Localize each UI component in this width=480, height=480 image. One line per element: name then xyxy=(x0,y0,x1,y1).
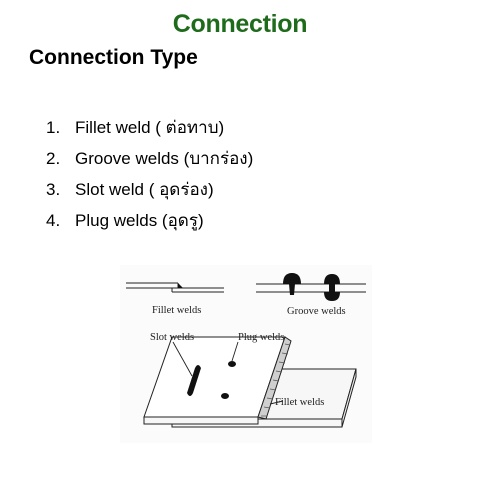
list-item-number: 4. xyxy=(46,210,61,230)
slot-weld-label: Slot welds xyxy=(150,332,194,343)
groove-weld-label: Groove welds xyxy=(287,306,346,317)
groove-weld-bead-icon xyxy=(283,273,340,301)
weld-types-figure: Fillet welds Groove welds xyxy=(120,265,372,443)
list-item-text: Fillet weld ( ต่อทาบ) xyxy=(75,118,225,137)
fillet-plate-label: Fillet welds xyxy=(275,397,324,408)
plug-weld-icon xyxy=(221,393,229,399)
fillet-weld-label: Fillet welds xyxy=(152,305,201,316)
list-item-number: 1. xyxy=(46,117,61,137)
leader-lines xyxy=(172,341,284,405)
list-item-number: 2. xyxy=(46,148,61,168)
slide-subtitle: Connection Type xyxy=(29,46,198,69)
slot-weld-icon xyxy=(187,365,201,396)
list-item-text: Slot weld ( อุดร่อง) xyxy=(75,180,214,199)
plug-weld-icon xyxy=(228,361,236,367)
list-item-text: Groove welds (บากร่อง) xyxy=(75,149,254,168)
list-item: 1. Fillet weld ( ต่อทาบ) xyxy=(46,112,253,143)
groove-weld-sketch xyxy=(256,283,366,293)
list-item: 3. Slot weld ( อุดร่อง) xyxy=(46,174,253,205)
list-item: 4. Plug welds (อุดรู) xyxy=(46,205,253,236)
fillet-weld-sketch xyxy=(126,282,224,293)
slide-title: Connection xyxy=(172,10,308,38)
plate-assembly xyxy=(143,336,357,428)
connection-type-list: 1. Fillet weld ( ต่อทาบ) 2. Groove welds… xyxy=(46,112,253,236)
list-item-text: Plug welds (อุดรู) xyxy=(75,211,204,230)
weld-diagram: Fillet welds Groove welds xyxy=(120,265,372,443)
fillet-weld-hatch xyxy=(261,343,291,417)
plug-weld-label: Plug welds xyxy=(238,332,284,343)
list-item-number: 3. xyxy=(46,179,61,199)
list-item: 2. Groove welds (บากร่อง) xyxy=(46,143,253,174)
